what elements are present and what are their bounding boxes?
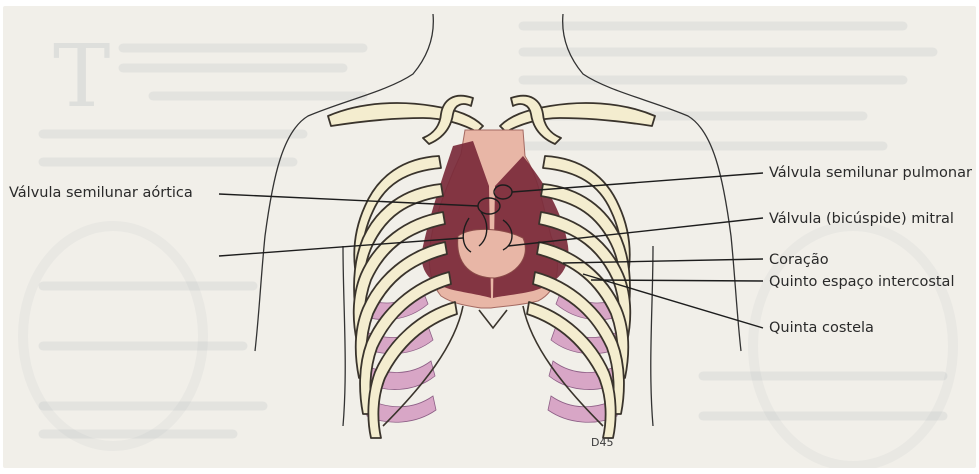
label-fifth-rib: Quinta costela — [769, 320, 874, 336]
artist-signature: D45 — [591, 436, 613, 449]
label-aortic-valve: Válvula semilunar aórtica — [9, 185, 193, 201]
label-pulmonary-valve: Válvula semilunar pulmonar — [769, 165, 972, 181]
label-fifth-intercostal-space: Quinto espaço intercostal — [769, 274, 954, 290]
pointer-pulmonary-valve — [512, 173, 763, 192]
svg-text:T: T — [53, 27, 110, 127]
label-mitral-valve: Válvula (bicúspide) mitral — [769, 211, 954, 227]
thorax-anatomy-illustration: T — [3, 6, 976, 468]
page-background: T — [3, 6, 976, 468]
clavicles — [328, 103, 655, 132]
label-heart: Coração — [769, 252, 829, 268]
